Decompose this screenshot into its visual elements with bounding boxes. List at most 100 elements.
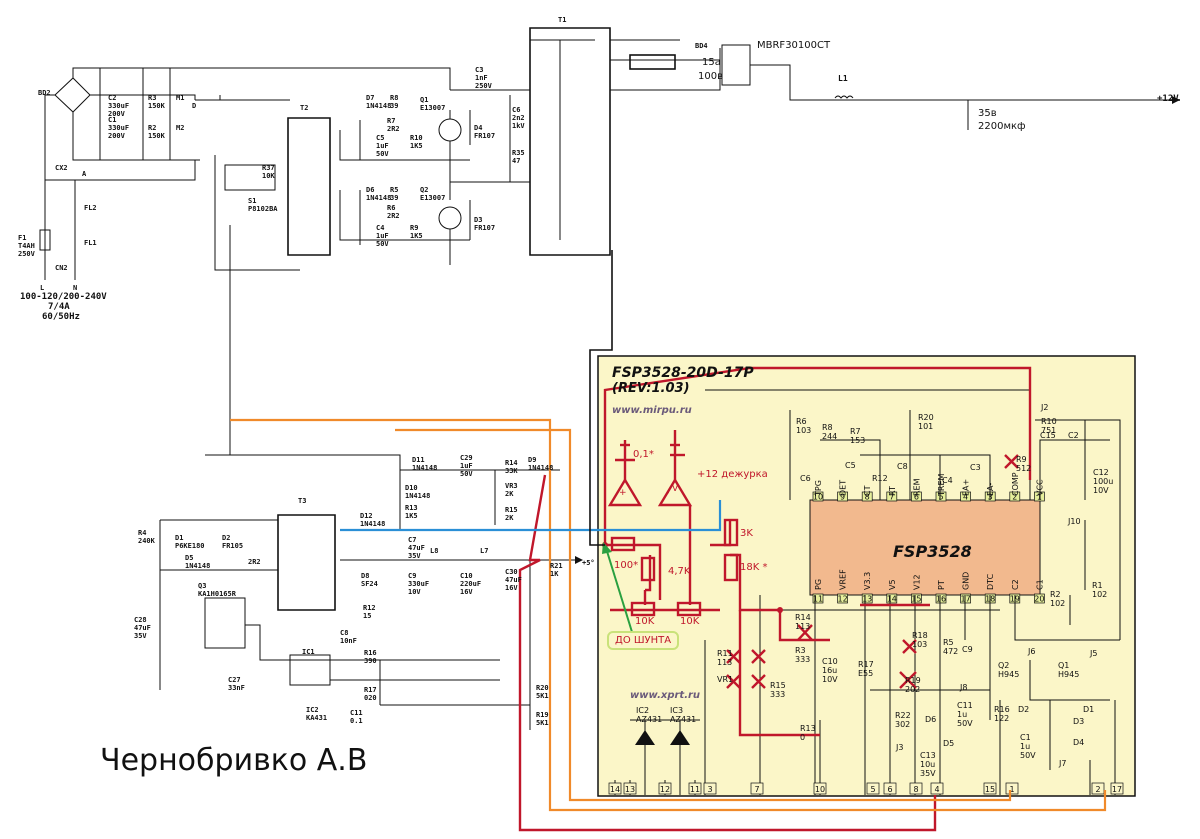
chip-pin-number-13: 13 <box>862 595 872 604</box>
chip-pin-box-5 <box>935 491 947 502</box>
label-r_2r2: 2R2 <box>248 558 261 566</box>
label-l8: L8 <box>430 547 438 555</box>
chip-pin-number-7: 7 <box>889 493 894 502</box>
bridge-bd2 <box>54 77 91 113</box>
board-pin-number-14: 14 <box>610 785 620 794</box>
label-d: D <box>192 102 196 110</box>
chip-pin-number-20: 20 <box>1034 595 1044 604</box>
chip-pin-number-6: 6 <box>914 493 919 502</box>
green-arrow <box>605 547 633 633</box>
chip-pin-label-2: COMP <box>1011 472 1020 496</box>
board-pin-number-7: 7 <box>754 785 759 794</box>
board-pin-box-7 <box>750 782 764 795</box>
label-c2b: C2 <box>1068 431 1079 440</box>
board-pin-number-8: 8 <box>913 785 918 794</box>
label-d6b: D6 <box>925 715 936 724</box>
label-j3: J3 <box>895 743 903 752</box>
label-fl1: FL1 <box>84 239 97 247</box>
label-c9b: C9 <box>962 645 973 654</box>
chip-pin-box-4 <box>960 491 971 502</box>
label-j6: J6 <box>1027 647 1035 656</box>
label-d3b: D3 <box>1073 717 1084 726</box>
chip-pin-number-16: 16 <box>936 595 946 604</box>
chip-pin-label-8: CT <box>863 485 872 496</box>
chip-pin-box-8 <box>861 491 873 502</box>
board-pin-box-1 <box>1005 782 1019 795</box>
blue-wire <box>340 500 722 532</box>
chip-pin-number-14: 14 <box>887 595 897 604</box>
chip-pin-label-12: VREF <box>839 569 848 590</box>
diode-bd4 <box>721 44 751 86</box>
chip-pin-label-20: C1 <box>1035 579 1044 590</box>
board-pin-box-12 <box>658 782 672 795</box>
chip-pin-label-4: EA+ <box>962 479 971 496</box>
label-d5b: D5 <box>943 739 954 748</box>
chip-pin-label-10: TPG <box>814 480 823 497</box>
chip-pin-number-2: 2 <box>1012 493 1017 502</box>
chip-pin-number-8: 8 <box>865 493 870 502</box>
label-m2: M2 <box>176 124 184 132</box>
chip-pin-box-15 <box>911 593 922 604</box>
board-pin-number-2: 2 <box>1095 785 1100 794</box>
label-bd2: BD2 <box>38 89 51 97</box>
chip-pin-label-6: REM <box>912 478 921 496</box>
chip-pin-label-9: DET <box>839 480 848 496</box>
label-t2: T2 <box>300 104 308 112</box>
transistor-q2 <box>438 206 462 230</box>
label-c3b: C3 <box>970 463 981 472</box>
chip-pin-label-16: PT <box>937 580 946 590</box>
transformer-t2 <box>287 117 331 256</box>
chip-pin-label-7: RT <box>888 486 897 496</box>
label-t1: T1 <box>558 16 566 24</box>
transformer-t1 <box>529 27 611 256</box>
label-c8b: C8 <box>897 462 908 471</box>
board-pin-box-15 <box>983 782 997 795</box>
chip-pin-number-1: 1 <box>1037 493 1042 502</box>
chip-pin-box-7 <box>886 491 898 502</box>
label-vr1: VR1 <box>717 675 733 684</box>
chip-pin-label-13: V3.3 <box>863 572 872 590</box>
board-pin-box-6 <box>883 782 897 795</box>
optocoupler-ic1 <box>289 654 331 686</box>
label-r12b: R12 <box>872 474 888 483</box>
label-c6b: C6 <box>800 474 811 483</box>
chip-pin-box-13 <box>861 593 873 604</box>
label-cn2: CN2 <box>55 264 68 272</box>
label-plus5: +5° <box>582 559 595 567</box>
